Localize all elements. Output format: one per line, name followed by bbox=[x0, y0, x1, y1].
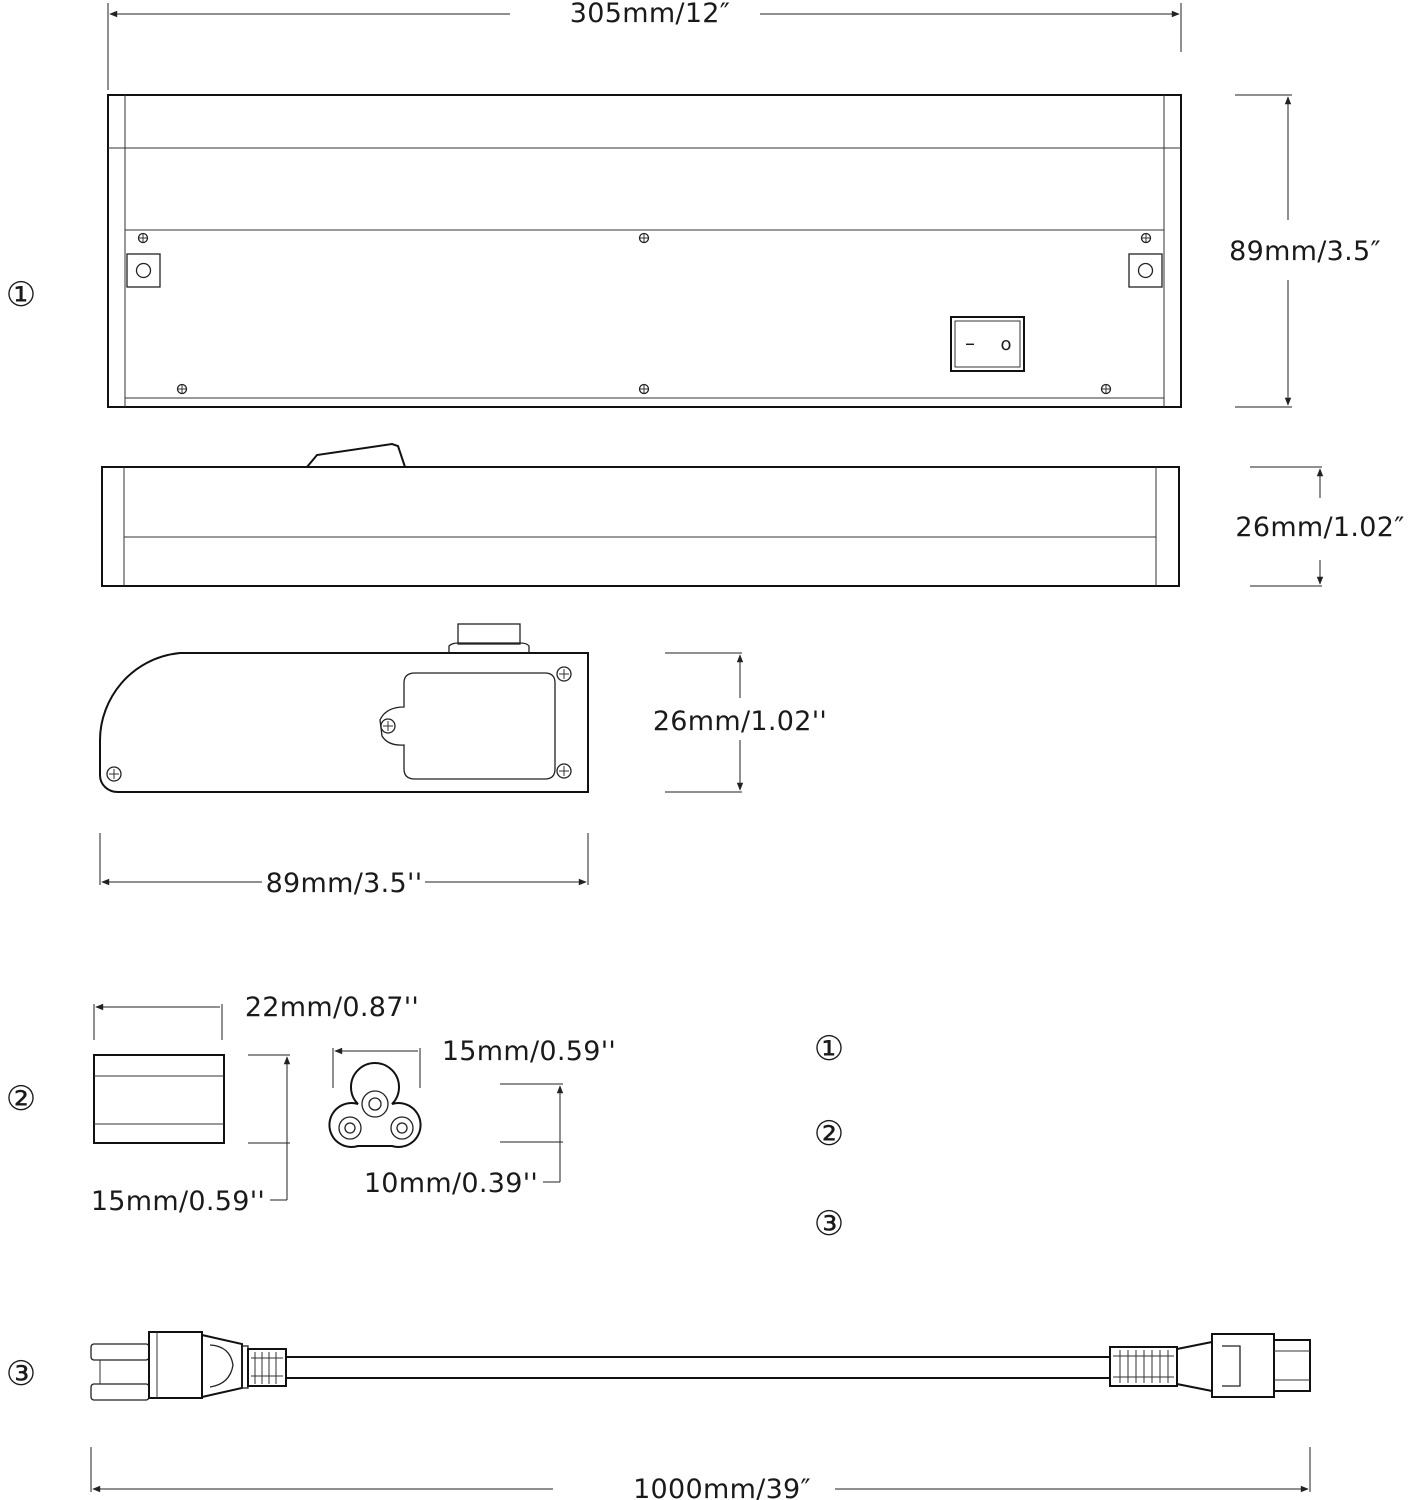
legend-item-2: ② bbox=[814, 1114, 844, 1154]
bar-length-label: 305mm/12″ bbox=[570, 0, 730, 29]
screw-icon bbox=[556, 666, 572, 682]
socket-height-label: 10mm/0.39'' bbox=[364, 1168, 538, 1199]
legend-item-1: ① bbox=[814, 1029, 844, 1069]
socket-width-label: 15mm/0.59'' bbox=[442, 1036, 616, 1067]
end-height-label: 26mm/1.02'' bbox=[653, 706, 827, 737]
dimension-bar-width: 89mm/3.5″ bbox=[1229, 94, 1381, 408]
connector-width-label: 22mm/0.87'' bbox=[245, 992, 419, 1023]
end-width-label: 89mm/3.5'' bbox=[266, 868, 423, 899]
dimension-socket-height: 10mm/0.39'' bbox=[364, 1083, 564, 1199]
screw-icon bbox=[556, 763, 572, 779]
bar-top-view: – o bbox=[107, 94, 1182, 408]
screw-icon bbox=[106, 766, 122, 782]
bar-side-view bbox=[101, 442, 1180, 587]
plug-strain-relief bbox=[247, 1348, 287, 1387]
part-number-3: ③ bbox=[6, 1354, 36, 1394]
cord-length-label: 1000mm/39″ bbox=[633, 1474, 811, 1500]
dimension-bar-length: 305mm/12″ bbox=[107, 0, 1182, 90]
side-switch-rocker bbox=[306, 442, 406, 468]
bar-height-label: 26mm/1.02″ bbox=[1235, 512, 1404, 543]
plug-pins bbox=[90, 1343, 150, 1401]
dimension-end-height: 26mm/1.02'' bbox=[653, 652, 827, 793]
switch-on-mark: o bbox=[1000, 334, 1011, 355]
bar-width-label: 89mm/3.5″ bbox=[1229, 236, 1381, 267]
screw-icon bbox=[380, 718, 396, 734]
bar-end-view bbox=[99, 623, 589, 793]
right-dc-socket bbox=[1128, 253, 1163, 288]
dimension-cord-length: 1000mm/39″ bbox=[90, 1447, 1311, 1500]
connector-height-label: 15mm/0.59'' bbox=[91, 1186, 265, 1217]
left-dc-socket bbox=[126, 253, 161, 288]
dimension-connector-width: 22mm/0.87'' bbox=[93, 992, 419, 1040]
dimension-bar-height: 26mm/1.02″ bbox=[1235, 466, 1404, 587]
screw-icon bbox=[137, 232, 149, 244]
switch-off-mark: – bbox=[965, 331, 975, 355]
screw-icon bbox=[1100, 383, 1112, 395]
plug-body bbox=[148, 1331, 249, 1399]
dimension-end-width: 89mm/3.5'' bbox=[99, 833, 589, 899]
rocker-switch: – o bbox=[950, 316, 1025, 372]
cord-connector-head bbox=[1176, 1333, 1311, 1398]
dimension-socket-width: 15mm/0.59'' bbox=[332, 1036, 616, 1088]
power-cord bbox=[90, 1331, 1311, 1401]
connector-strain-relief bbox=[1109, 1346, 1178, 1387]
part-number-2: ② bbox=[6, 1079, 36, 1119]
three-hole-socket bbox=[328, 1062, 422, 1148]
dimension-connector-height: 15mm/0.59'' bbox=[91, 1054, 291, 1217]
part-number-1: ① bbox=[6, 275, 36, 315]
connector-body bbox=[93, 1054, 225, 1144]
screw-icon bbox=[638, 232, 650, 244]
legend-item-3: ③ bbox=[814, 1204, 844, 1244]
screw-icon bbox=[176, 383, 188, 395]
screw-icon bbox=[1140, 232, 1152, 244]
screw-icon bbox=[638, 383, 650, 395]
cable bbox=[285, 1356, 1111, 1379]
end-knob bbox=[448, 623, 530, 653]
